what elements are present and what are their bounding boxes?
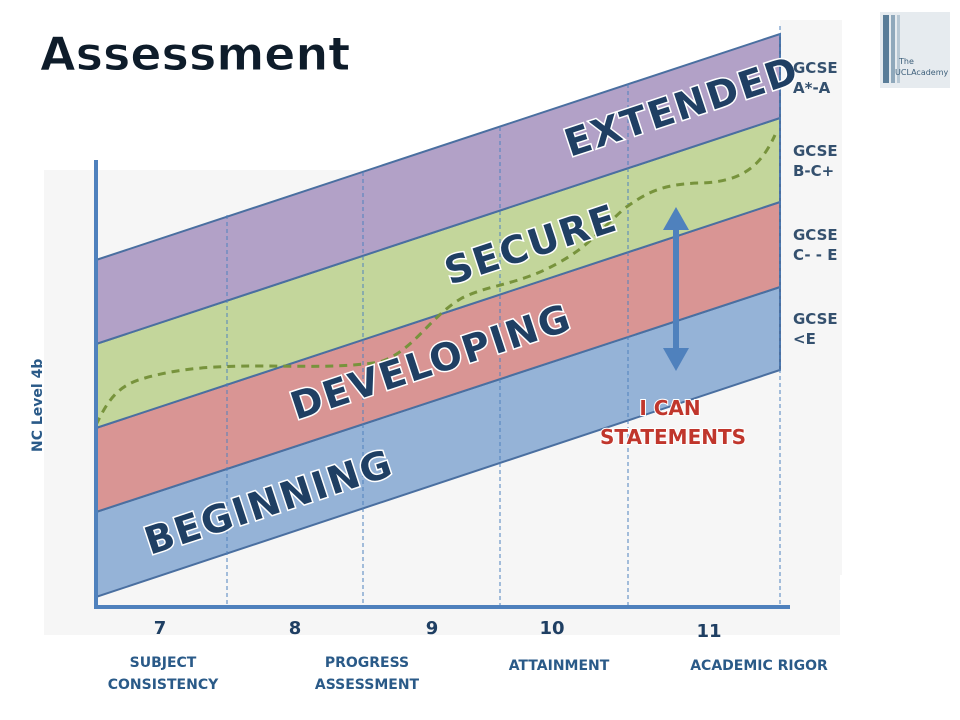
x-tick-labels: 7 8 9 10 11 xyxy=(154,618,722,642)
logo-name-text: UCLAcademy xyxy=(895,68,949,77)
gcse-labels: GCSE A*-A GCSE B-C+ GCSE C- - E GCSE <E xyxy=(793,59,838,348)
y-axis-label: NC Level 4b xyxy=(30,359,46,452)
x-tick-label: 10 xyxy=(539,618,564,639)
x-tick-label: 9 xyxy=(426,618,439,639)
gcse-label-line1: GCSE xyxy=(793,310,838,328)
logo-small-text: The xyxy=(898,57,914,66)
callout-line2: STATEMENTS xyxy=(600,425,746,449)
gcse-label-line2: C- - E xyxy=(793,246,838,264)
x-tick-label: 8 xyxy=(289,618,302,639)
category-line2: ASSESSMENT xyxy=(315,677,420,693)
gcse-label-line2: <E xyxy=(793,330,816,348)
category-line2: CONSISTENCY xyxy=(108,677,219,693)
range-double-arrow xyxy=(663,207,689,371)
progress-trend-line xyxy=(94,134,777,426)
x-tick-label: 7 xyxy=(154,618,167,639)
page-title: Assessment xyxy=(40,27,350,81)
gcse-label-line1: GCSE xyxy=(793,142,838,160)
category-line1: ATTAINMENT xyxy=(509,658,610,674)
category-line1: PROGRESS xyxy=(325,655,409,671)
category-line1: ACADEMIC RIGOR xyxy=(690,658,828,674)
callout-line1: I CAN xyxy=(639,396,700,420)
gcse-label-line1: GCSE xyxy=(793,59,838,77)
x-tick-label: 11 xyxy=(696,621,721,642)
ucl-academy-logo: The UCLAcademy xyxy=(880,12,950,88)
gcse-label-line2: B-C+ xyxy=(793,162,834,180)
category-line1: SUBJECT xyxy=(130,655,197,671)
year-dividers xyxy=(226,26,781,606)
gcse-label-line2: A*-A xyxy=(793,79,831,97)
phase-categories: SUBJECT CONSISTENCY PROGRESS ASSESSMENT … xyxy=(108,655,828,693)
gcse-panel xyxy=(780,20,842,575)
gcse-label-line1: GCSE xyxy=(793,226,838,244)
